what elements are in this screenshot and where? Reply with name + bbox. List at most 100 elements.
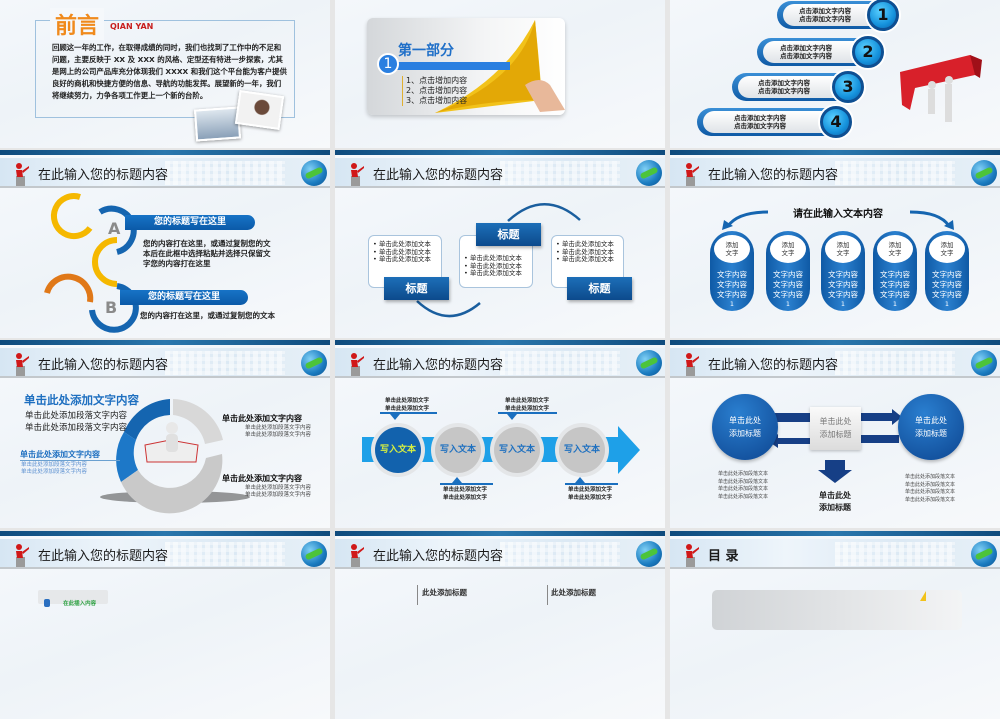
step-text: 点击添加文字内容 bbox=[734, 114, 786, 122]
company-logo-icon bbox=[301, 541, 327, 567]
cycle-label-2: 标题 bbox=[476, 223, 541, 246]
slide-row4-left[interactable]: 在此输入您的标题内容 在此插入内容 bbox=[0, 531, 330, 719]
ring-item-right-text: 单击此处添加段落文字内容 bbox=[245, 432, 312, 438]
slide-header: 在此输入您的标题内容 bbox=[0, 539, 330, 569]
point-b-text: 您的内容打在这里，或通过复制您的文本 bbox=[140, 311, 275, 320]
slide-process[interactable]: 在此输入您的标题内容 写入文本 写入文本 写入文本 写入文本 单击此处添加文字单… bbox=[335, 340, 665, 528]
timeline-heading: 此处添加标题 bbox=[551, 588, 596, 597]
step-pill-2: 点击添加文字内容点击添加文字内容 bbox=[757, 38, 869, 66]
ring-item-left-text: 单击此处添加段落文字内容 bbox=[21, 469, 88, 475]
capsule-top-text: 添加 bbox=[940, 241, 954, 249]
slide-title: 在此输入您的标题内容 bbox=[38, 358, 169, 373]
slide-ring[interactable]: 在此输入您的标题内容 单击此处添加文字内容 单击此处添加段落文字内容 单击此处添… bbox=[0, 340, 330, 528]
ring-item-right-title-1: 单击此处添加文字内容 bbox=[222, 414, 302, 423]
ring-para: 单击此处添加段落文字内容 bbox=[25, 411, 128, 421]
company-logo-icon bbox=[636, 541, 662, 567]
point-b-title: 您的标题写在这里 bbox=[120, 290, 248, 305]
bullet-text: • 单击此处添加文本 bbox=[464, 269, 522, 277]
part-bar bbox=[393, 62, 510, 70]
slide-part-one[interactable]: 1 第一部分 1、点击增加内容 2、点击增加内容 3、点击增加内容 bbox=[335, 0, 665, 148]
capsule-body-text: 文字内容 bbox=[717, 270, 747, 279]
preface-body: 回顾这一年的工作，在取得成绩的同时，我们也找到了工作中的不足和问题，主要反映于 … bbox=[52, 43, 287, 100]
step-number-4: 4 bbox=[820, 106, 852, 138]
part-title: 第一部分 bbox=[398, 43, 454, 59]
header-rule bbox=[670, 531, 1000, 536]
step-text: 点击添加文字内容 bbox=[758, 87, 810, 95]
exchange-result-title: 单击此处添加标题 bbox=[819, 491, 851, 512]
slide-cycle[interactable]: 在此输入您的标题内容 • 单击此处添加文本• 单击此处添加文本• 单击此处添加文… bbox=[335, 150, 665, 338]
capsule-number: 1 bbox=[840, 300, 846, 308]
slide-header: 在此输入您的标题内容 bbox=[0, 158, 330, 188]
capsule-number: 1 bbox=[892, 300, 898, 308]
bullet-text: • 单击此处添加文本 bbox=[556, 255, 614, 263]
capsule-top-text: 添加 bbox=[781, 241, 795, 249]
slide-ab-points[interactable]: 在此输入您的标题内容 您的标题写在这里 A 您的内容打在这里，或通过复制您的文 … bbox=[0, 150, 330, 338]
step-text: 点击添加文字内容 bbox=[799, 7, 851, 15]
point-a-line: 本后在此框中选择粘贴并选择只保留文 bbox=[143, 249, 271, 258]
header-rule bbox=[670, 340, 1000, 345]
capsule-body-text: 文字内容 bbox=[932, 290, 962, 299]
ring-item-left-title: 单击此处添加文字内容 bbox=[20, 449, 120, 461]
process-step-2: 写入文本 bbox=[435, 427, 481, 473]
bullet-text: • 单击此处添加文本 bbox=[373, 240, 431, 248]
step-text: 点击添加文字内容 bbox=[734, 122, 786, 130]
presenter-icon bbox=[345, 543, 365, 567]
ring-item-left-text: 单击此处添加段落文字内容 bbox=[21, 462, 88, 468]
slide-preface[interactable]: 前言 QIAN YAN 回顾这一年的工作，在取得成绩的同时，我们也找到了工作中的… bbox=[0, 0, 330, 148]
capsule-number: 1 bbox=[729, 300, 735, 308]
capsule-body-text: 文字内容 bbox=[880, 280, 910, 289]
process-note: 单击此处添加文字单击此处添加文字 bbox=[384, 398, 429, 412]
step-text: 点击添加文字内容 bbox=[780, 44, 832, 52]
capsule-top-text: 添加 bbox=[836, 241, 850, 249]
bullet-text: • 单击此处添加文本 bbox=[556, 240, 614, 248]
preface-frame bbox=[35, 20, 295, 118]
step-pill-4: 点击添加文字内容点击添加文字内容 bbox=[697, 108, 837, 136]
company-logo-icon bbox=[636, 160, 662, 186]
slide-title: 在此输入您的标题内容 bbox=[38, 168, 169, 183]
bullet-text: • 单击此处添加文本 bbox=[464, 261, 522, 270]
slide-header: 在此输入您的标题内容 bbox=[335, 348, 665, 378]
slide-header: 目 录 bbox=[670, 539, 1000, 569]
capsule-body-text: 文字内容 bbox=[717, 280, 747, 289]
timeline-heading: 此处添加标题 bbox=[422, 588, 467, 597]
cycle-label-1: 标题 bbox=[384, 277, 449, 300]
step-text: 点击添加文字内容 bbox=[758, 79, 810, 87]
ring-item-right-title-2: 单击此处添加文字内容 bbox=[222, 474, 302, 483]
part-item: 3、点击增加内容 bbox=[406, 96, 468, 105]
slide-title: 在此输入您的标题内容 bbox=[373, 358, 504, 373]
slide-row4-toc[interactable]: 目 录 bbox=[670, 531, 1000, 719]
capsule-body-text: 文字内容 bbox=[773, 290, 803, 299]
part-items: 1、点击增加内容 2、点击增加内容 3、点击增加内容 bbox=[402, 76, 467, 106]
toc-curl bbox=[920, 591, 926, 601]
slide-title: 在此输入您的标题内容 bbox=[708, 358, 839, 373]
slide-row4-middle[interactable]: 在此输入您的标题内容 此处添加标题 此处添加标题 bbox=[335, 531, 665, 719]
capsule-body-text: 文字内容 bbox=[932, 280, 962, 289]
bullet-text: • 单击此处添加文本 bbox=[373, 255, 431, 263]
slide-header: 在此输入您的标题内容 bbox=[670, 158, 1000, 188]
presenter-icon bbox=[10, 543, 30, 567]
ring-item-right-text: 单击此处添加段落文字内容 bbox=[245, 485, 312, 491]
company-logo-icon bbox=[636, 350, 662, 376]
exchange-circle-right: 单击此处添加标题 bbox=[898, 394, 964, 460]
capsule-top-text: 文字 bbox=[888, 249, 902, 257]
slide-numbered-steps[interactable]: 点击添加文字内容点击添加文字内容 1 点击添加文字内容点击添加文字内容 2 点击… bbox=[670, 0, 1000, 148]
preface-subtitle: QIAN YAN bbox=[110, 22, 154, 31]
timeline-line bbox=[547, 585, 548, 605]
slide-exchange[interactable]: 在此输入您的标题内容 单击此处添加标题 单击此处添加标题 单击此处添加标题 单击… bbox=[670, 340, 1000, 528]
part-item: 2、点击增加内容 bbox=[406, 86, 468, 95]
exchange-left-list: 单击此处添加段落文本单击此处添加段落文本单击此处添加段落文本单击此处添加段落文本 bbox=[718, 471, 769, 500]
point-a-text: 您的内容打在这里，或通过复制您的文 本后在此框中选择粘贴并选择只保留文 字您的内… bbox=[143, 239, 271, 269]
step-text: 点击添加文字内容 bbox=[799, 15, 851, 23]
capsules-title: 请在此输入文本内容 bbox=[793, 209, 883, 220]
header-rule bbox=[335, 150, 665, 155]
preface-title: 前言 bbox=[50, 8, 105, 40]
slide-header: 在此输入您的标题内容 bbox=[335, 539, 665, 569]
slide-title: 在此输入您的标题内容 bbox=[373, 549, 504, 564]
slide-header: 在此输入您的标题内容 bbox=[670, 348, 1000, 378]
step-number-2: 2 bbox=[852, 36, 884, 68]
red-arrow-graphic bbox=[900, 55, 982, 122]
